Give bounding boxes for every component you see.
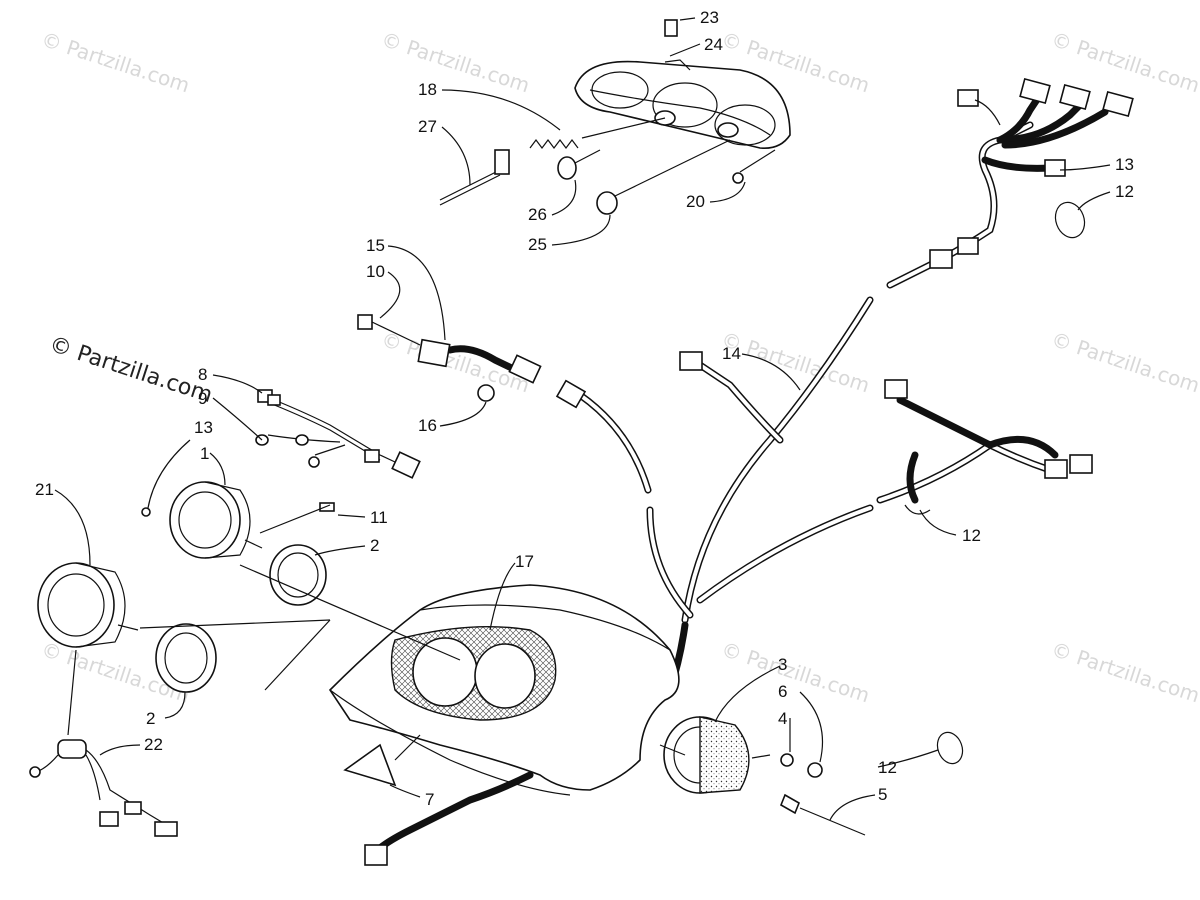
- callout-12-middle: 12: [962, 526, 981, 545]
- callout-20: 20: [686, 192, 705, 211]
- dash-pod: [328, 584, 680, 796]
- callout-12-upper: 12: [1115, 182, 1134, 201]
- gauge-21: [37, 562, 139, 648]
- callout-13-harness: 13: [1115, 155, 1134, 174]
- watermark-prominent: © Partzilla.com: [46, 332, 215, 408]
- callout-22: 22: [144, 735, 163, 754]
- headlight-assembly: [439, 19, 791, 215]
- watermark: © Partzilla.com: [1048, 637, 1200, 708]
- watermark: © Partzilla.com: [378, 27, 532, 98]
- callout-18: 18: [418, 80, 437, 99]
- watermark: © Partzilla.com: [718, 637, 872, 708]
- callout-13-gauge: 13: [194, 418, 213, 437]
- gauge-3: [663, 716, 964, 836]
- callout-14: 14: [722, 344, 741, 363]
- callout-7: 7: [425, 790, 434, 809]
- watermark: © Partzilla.com: [378, 327, 532, 398]
- callout-3: 3: [778, 655, 787, 674]
- callout-8: 8: [198, 365, 207, 384]
- callout-27: 27: [418, 117, 437, 136]
- watermark: © Partzilla.com: [1048, 327, 1200, 398]
- callout-23: 23: [700, 8, 719, 27]
- main-wiring-harness: [357, 77, 1134, 866]
- callout-4: 4: [778, 709, 787, 728]
- callout-9: 9: [198, 389, 207, 408]
- callout-2-right: 2: [370, 536, 379, 555]
- callout-15: 15: [366, 236, 385, 255]
- callout-11: 11: [370, 508, 388, 527]
- watermark: © Partzilla.com: [38, 27, 192, 98]
- gauge-1: [141, 481, 263, 559]
- callout-1: 1: [200, 444, 209, 463]
- callout-5: 5: [878, 785, 887, 804]
- callout-10: 10: [366, 262, 385, 281]
- callout-6: 6: [778, 682, 787, 701]
- callout-25: 25: [528, 235, 547, 254]
- gauge-harness: [255, 389, 421, 512]
- callout-16: 16: [418, 416, 437, 435]
- callout-24: 24: [704, 35, 723, 54]
- callout-21: 21: [35, 480, 54, 499]
- callout-17: 17: [515, 552, 534, 571]
- callout-12-lower: 12: [878, 758, 897, 777]
- leader-lines: [54, 17, 1111, 821]
- indicator-light-22: [29, 739, 178, 837]
- callout-26: 26: [528, 205, 547, 224]
- callout-labels: 23 24 18 27 26 25 20 13 12 15 10 16 14 8…: [35, 8, 1134, 809]
- callout-2-left: 2: [146, 709, 155, 728]
